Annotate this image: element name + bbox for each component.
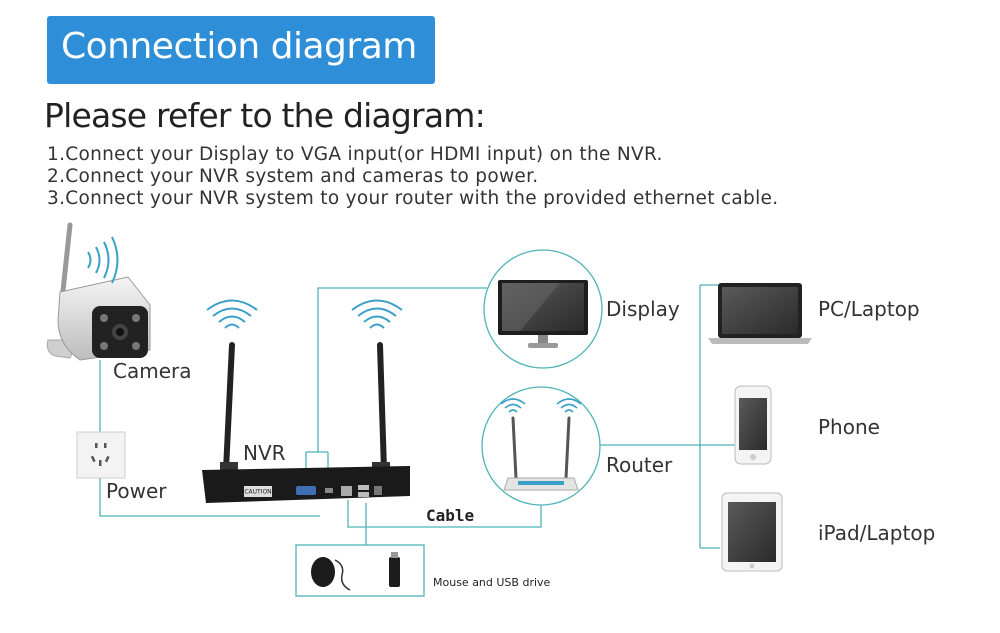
display-icon (498, 280, 588, 348)
tablet-icon (721, 492, 783, 572)
power-outlet-icon (76, 431, 126, 479)
step-1: 1.Connect your Display to VGA input(or H… (47, 144, 663, 165)
hdmi-port (325, 488, 333, 493)
devices-bus (699, 284, 736, 549)
pc-laptop-label: PC/Laptop (818, 297, 920, 321)
nvr-display-wire (317, 287, 487, 452)
mouse-usb-label: Mouse and USB drive (433, 576, 551, 589)
cable-label: Cable (426, 506, 475, 525)
nvr-wifi-icons (206, 299, 403, 329)
nvr-sticker-text: CAUTION (244, 489, 271, 496)
nvr-icon: CAUTION (202, 342, 410, 503)
phone-icon (734, 385, 772, 465)
camera-icon (46, 222, 151, 361)
connection-wires (99, 284, 736, 549)
router-icon (503, 416, 579, 491)
subtitle: Please refer to the diagram: (44, 96, 486, 135)
power-nvr-wire (99, 478, 320, 517)
router-wifi-icons (500, 398, 582, 413)
camera-label: Camera (113, 359, 192, 383)
banner-title: Connection diagram (61, 26, 417, 67)
nvr-router-cable (347, 495, 542, 528)
title-banner: Connection diagram (47, 16, 435, 84)
router-label: Router (606, 453, 673, 477)
camera-wifi-icon (87, 236, 119, 284)
phone-label: Phone (818, 415, 880, 439)
display-label: Display (606, 297, 680, 321)
router-circle (481, 386, 601, 506)
usb-drive-icon (389, 552, 400, 587)
step-3: 3.Connect your NVR system to your router… (47, 188, 779, 209)
laptop-icon (708, 283, 812, 344)
mouse-icon (311, 557, 351, 591)
ipad-laptop-label: iPad/Laptop (818, 521, 936, 545)
step-2: 2.Connect your NVR system and cameras to… (47, 166, 539, 187)
vga-port (296, 486, 316, 495)
nvr-label: NVR (243, 441, 286, 465)
power-label: Power (106, 479, 167, 503)
lan-port (341, 486, 352, 496)
nvr-sticker (244, 486, 272, 497)
